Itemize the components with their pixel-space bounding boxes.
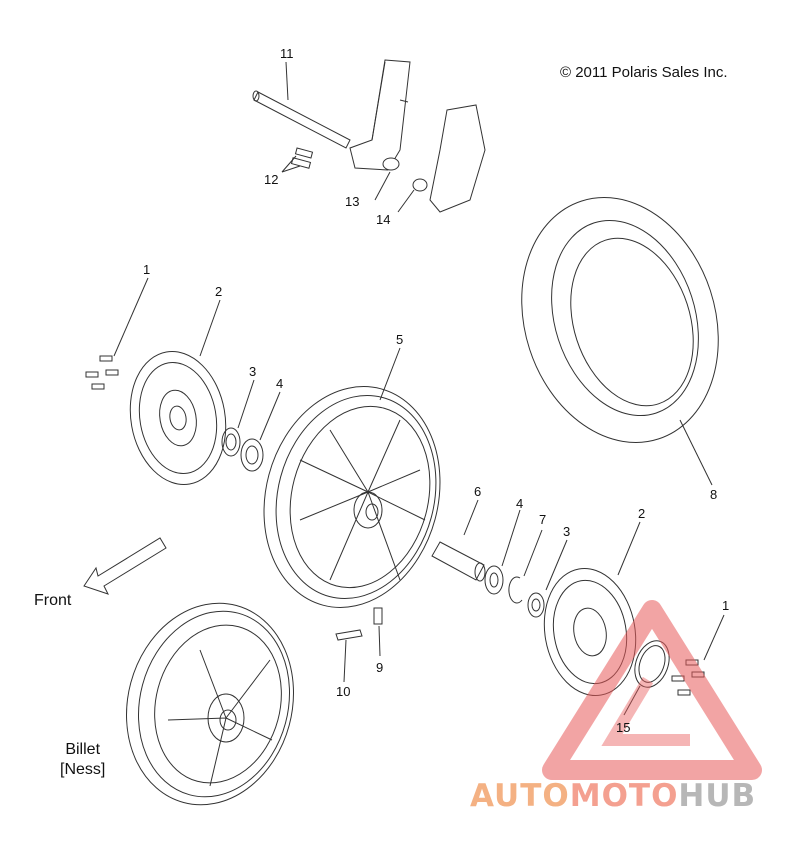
callout-4-right: 4 — [516, 496, 524, 511]
copyright-text: © 2011 Polaris Sales Inc. — [560, 64, 728, 81]
brake-rotor-right — [543, 521, 641, 697]
fork-leg-right — [397, 104, 486, 213]
callout-14: 14 — [376, 212, 391, 227]
callout-2-left: 2 — [215, 284, 223, 299]
front-label: Front — [34, 592, 72, 609]
spacer-part-6 — [431, 499, 486, 582]
callout-8: 8 — [710, 487, 718, 502]
callout-7: 7 — [539, 512, 547, 527]
watermark-text: AUTOMOTOHUB — [470, 778, 756, 814]
callout-15: 15 — [616, 720, 631, 735]
callout-3-right: 3 — [563, 524, 571, 539]
watermark-part2: MOTO — [569, 778, 679, 814]
tire-part-8 — [521, 197, 719, 486]
callout-3-left: 3 — [249, 364, 257, 379]
callout-4-left: 4 — [276, 376, 284, 391]
callout-10: 10 — [336, 684, 351, 699]
variant-label-line2: [Ness] — [60, 761, 106, 778]
wheel-part-5 — [263, 347, 441, 608]
variant-label-line1: Billet — [65, 741, 101, 758]
fork-leg-left — [349, 59, 411, 201]
weight-part-10 — [335, 629, 363, 683]
callout-2-right: 2 — [638, 506, 646, 521]
variant-label: Billet [Ness] — [60, 740, 105, 780]
brake-rotor-left — [129, 299, 227, 485]
callout-9: 9 — [376, 660, 384, 675]
callout-1-left: 1 — [143, 262, 151, 277]
bolts-part-12 — [281, 147, 314, 173]
front-arrow — [83, 537, 167, 595]
axle-part-11 — [252, 61, 351, 149]
seal-bearing-left — [221, 379, 281, 472]
callout-12: 12 — [264, 172, 279, 187]
rotor-bolts-left — [85, 277, 149, 390]
watermark-part3: HUB — [678, 778, 757, 814]
callout-1-right: 1 — [722, 598, 730, 613]
watermark-part1: AUTO — [470, 778, 570, 814]
billet-wheel — [126, 602, 294, 806]
callout-13: 13 — [345, 194, 360, 209]
bearing-clip-seal-right — [484, 509, 568, 618]
valve-stem-part-9 — [373, 607, 383, 657]
callout-11: 11 — [280, 46, 294, 61]
watermark-inner-line — [601, 676, 690, 746]
watermark-triangle — [542, 600, 762, 780]
callout-6: 6 — [474, 484, 482, 499]
callout-5: 5 — [396, 332, 404, 347]
